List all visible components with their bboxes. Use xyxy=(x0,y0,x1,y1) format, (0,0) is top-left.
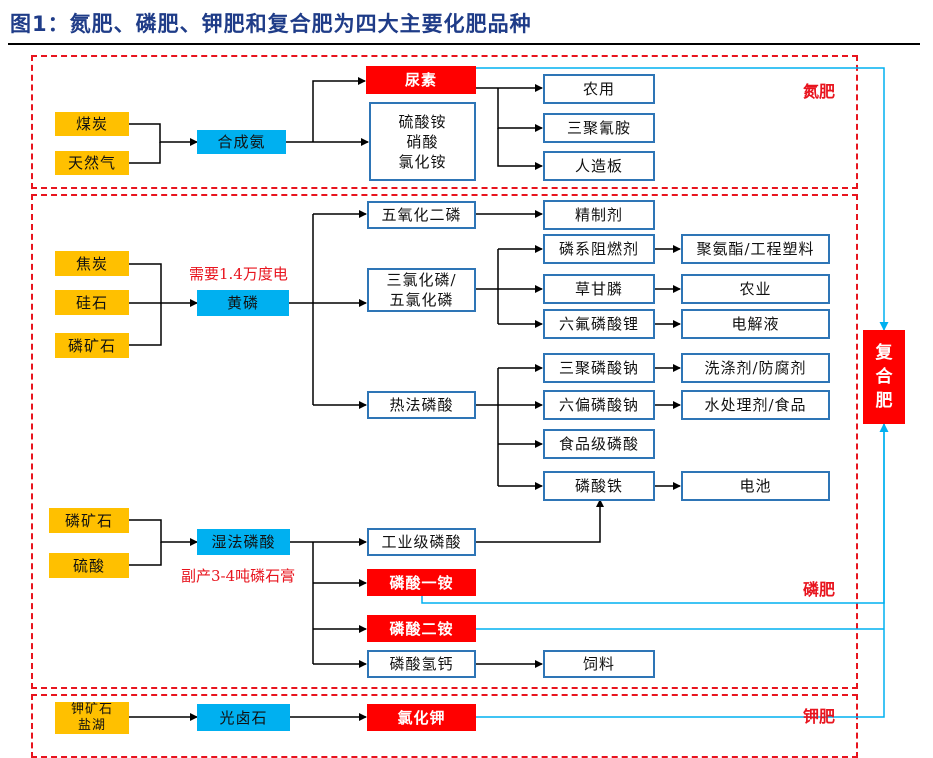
node-lipf6: 六氟磷酸锂 xyxy=(543,309,655,339)
node-wet-phosphoric-acid: 湿法磷酸 xyxy=(197,529,290,555)
node-wood-board: 人造板 xyxy=(543,151,655,181)
node-natural-gas: 天然气 xyxy=(55,151,129,175)
node-battery: 电池 xyxy=(681,471,830,501)
node-stpp: 三聚磷酸钠 xyxy=(543,353,655,383)
node-water-treatment: 水处理剂/食品 xyxy=(681,390,830,420)
node-phosphorus-chlorides: 三氯化磷/ 五氯化磷 xyxy=(367,268,476,312)
node-sulfuric-acid: 硫酸 xyxy=(49,553,129,578)
node-electrolyte: 电解液 xyxy=(681,309,830,339)
node-potash-ore: 钾矿石 盐湖 xyxy=(55,702,129,734)
node-coke: 焦炭 xyxy=(55,251,129,276)
node-melamine: 三聚氰胺 xyxy=(543,113,655,143)
node-feed: 饲料 xyxy=(543,650,655,678)
node-thermal-phosphoric-acid: 热法磷酸 xyxy=(367,391,476,419)
node-map: 磷酸一铵 xyxy=(367,569,476,596)
pcl3-text: 三氯化磷/ xyxy=(386,271,457,289)
potash-ore-text: 钾矿石 xyxy=(70,702,113,717)
node-food-grade-acid: 食品级磷酸 xyxy=(543,429,655,459)
node-phosphate-rock: 磷矿石 xyxy=(55,333,129,358)
node-phosphate-rock-2: 磷矿石 xyxy=(49,508,129,533)
page-title: 图1：氮肥、磷肥、钾肥和复合肥为四大主要化肥品种 xyxy=(10,12,532,36)
node-flame-retardant: 磷系阻燃剂 xyxy=(543,234,655,264)
compound-char-2: 合 xyxy=(875,367,893,387)
compound-char-1: 复 xyxy=(875,343,893,363)
node-p2o5: 五氧化二磷 xyxy=(367,201,476,229)
node-detergent: 洗涤剂/防腐剂 xyxy=(681,353,830,383)
title-rule xyxy=(8,43,920,45)
node-dcp: 磷酸氢钙 xyxy=(367,650,476,678)
node-coal: 煤炭 xyxy=(55,112,129,136)
note-electricity: 需要1.4万度电 xyxy=(189,265,288,283)
node-agricultural-use: 农用 xyxy=(543,74,655,104)
node-dap: 磷酸二铵 xyxy=(367,615,476,642)
node-silica: 硅石 xyxy=(55,290,129,315)
compound-char-3: 肥 xyxy=(875,391,893,411)
node-iron-phosphate: 磷酸铁 xyxy=(543,471,655,501)
node-yellow-phosphorus: 黄磷 xyxy=(197,290,289,316)
phosphorus-group-frame xyxy=(31,194,858,689)
salt-lake-text: 盐湖 xyxy=(77,718,106,733)
ammonium-chloride-text: 氯化铵 xyxy=(398,152,447,171)
node-agriculture: 农业 xyxy=(681,274,830,304)
nitrogen-group-label: 氮肥 xyxy=(803,82,836,101)
node-compound-fertilizer: 复 合 肥 xyxy=(863,330,905,424)
phosphorus-group-label: 磷肥 xyxy=(803,580,836,599)
potassium-group-label: 钾肥 xyxy=(803,707,836,726)
nitric-acid-text: 硝酸 xyxy=(406,132,439,151)
node-glyphosate: 草甘膦 xyxy=(543,274,655,304)
pcl5-text: 五氯化磷 xyxy=(389,291,454,309)
node-urea: 尿素 xyxy=(366,66,476,94)
flow-connectors xyxy=(129,67,889,721)
note-byproduct: 副产3-4吨磷石膏 xyxy=(181,567,296,585)
node-polyurethane: 聚氨酯/工程塑料 xyxy=(681,234,830,264)
node-refining-agent: 精制剂 xyxy=(543,200,655,230)
node-shmp: 六偏磷酸钠 xyxy=(543,390,655,420)
node-industrial-acid: 工业级磷酸 xyxy=(367,528,476,556)
node-ammonium-salts: 硫酸铵 硝酸 氯化铵 xyxy=(369,102,476,181)
node-carnallite: 光卤石 xyxy=(197,704,290,731)
nitrogen-group-frame xyxy=(31,55,858,189)
ammonium-sulfate-text: 硫酸铵 xyxy=(398,112,447,131)
node-synthetic-ammonia: 合成氨 xyxy=(197,130,286,154)
node-potassium-chloride: 氯化钾 xyxy=(367,704,476,731)
